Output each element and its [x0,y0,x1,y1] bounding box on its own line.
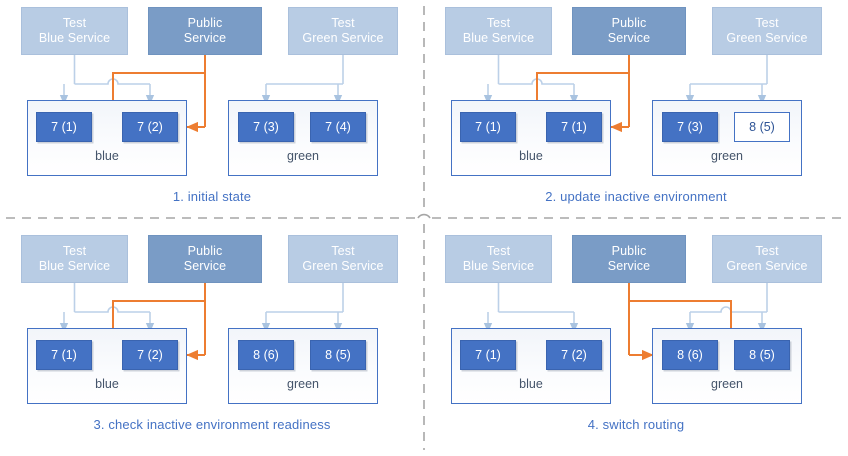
test-blue-service-line1: Test [62,16,87,30]
test-blue-service-line1: Test [62,244,87,258]
instance-blue-1[interactable]: 7 (1) [36,340,92,370]
public-service-line1: Public [187,244,223,258]
instance-green-1[interactable]: 7 (3) [238,112,294,142]
blue-environment-label: blue [95,149,119,163]
instance-blue-2[interactable]: 7 (2) [122,340,178,370]
green-environment-label: green [711,149,743,163]
test-green-service-line1: Test [755,16,779,30]
instance-blue-2[interactable]: 7 (1) [546,112,602,142]
public-service-line1: Public [611,244,647,258]
divider-hop [417,213,431,219]
instance-green-2[interactable]: 8 (5) [310,340,366,370]
instance-blue-1[interactable]: 7 (1) [460,340,516,370]
test-green-service-line2: Green Service [302,31,384,45]
green-environment-label: green [287,149,319,163]
instance-green-2[interactable]: 8 (5) [734,112,790,142]
instance-blue-1[interactable]: 7 (1) [460,112,516,142]
panel-caption: 2. update inactive environment [545,189,727,204]
instance-blue-1[interactable]: 7 (1) [36,112,92,142]
test-blue-service-line2: Blue Service [462,31,535,45]
instance-blue-2[interactable]: 7 (2) [122,112,178,142]
public-service-line1: Public [187,16,223,30]
test-blue-service-line1: Test [486,16,511,30]
test-green-service-line2: Green Service [726,31,808,45]
instance-blue-2[interactable]: 7 (2) [546,340,602,370]
instance-green-2[interactable]: 7 (4) [310,112,366,142]
test-blue-service-line2: Blue Service [38,259,111,273]
public-service-line2: Service [607,259,651,273]
test-green-service-line2: Green Service [726,259,808,273]
panel-caption: 3. check inactive environment readiness [93,417,331,432]
green-environment-label: green [711,377,743,391]
test-green-service-line2: Green Service [302,259,384,273]
blue-environment-label: blue [519,149,543,163]
panel-caption: 4. switch routing [587,417,685,432]
instance-green-1[interactable]: 8 (6) [238,340,294,370]
public-service-line2: Service [183,259,227,273]
public-service-line2: Service [607,31,651,45]
instance-green-1[interactable]: 8 (6) [662,340,718,370]
test-green-service-line1: Test [755,244,779,258]
blue-environment-label: blue [519,377,543,391]
test-green-service-line1: Test [331,244,355,258]
test-green-service-line1: Test [331,16,355,30]
public-service-line2: Service [183,31,227,45]
panel-caption: 1. initial state [172,189,252,204]
instance-green-1[interactable]: 7 (3) [662,112,718,142]
blue-environment-label: blue [95,377,119,391]
test-blue-service-line2: Blue Service [38,31,111,45]
test-blue-service-line2: Blue Service [462,259,535,273]
test-blue-service-line1: Test [486,244,511,258]
wire-layer [483,55,768,133]
green-environment-label: green [287,377,319,391]
public-service-line1: Public [611,16,647,30]
instance-green-2[interactable]: 8 (5) [734,340,790,370]
